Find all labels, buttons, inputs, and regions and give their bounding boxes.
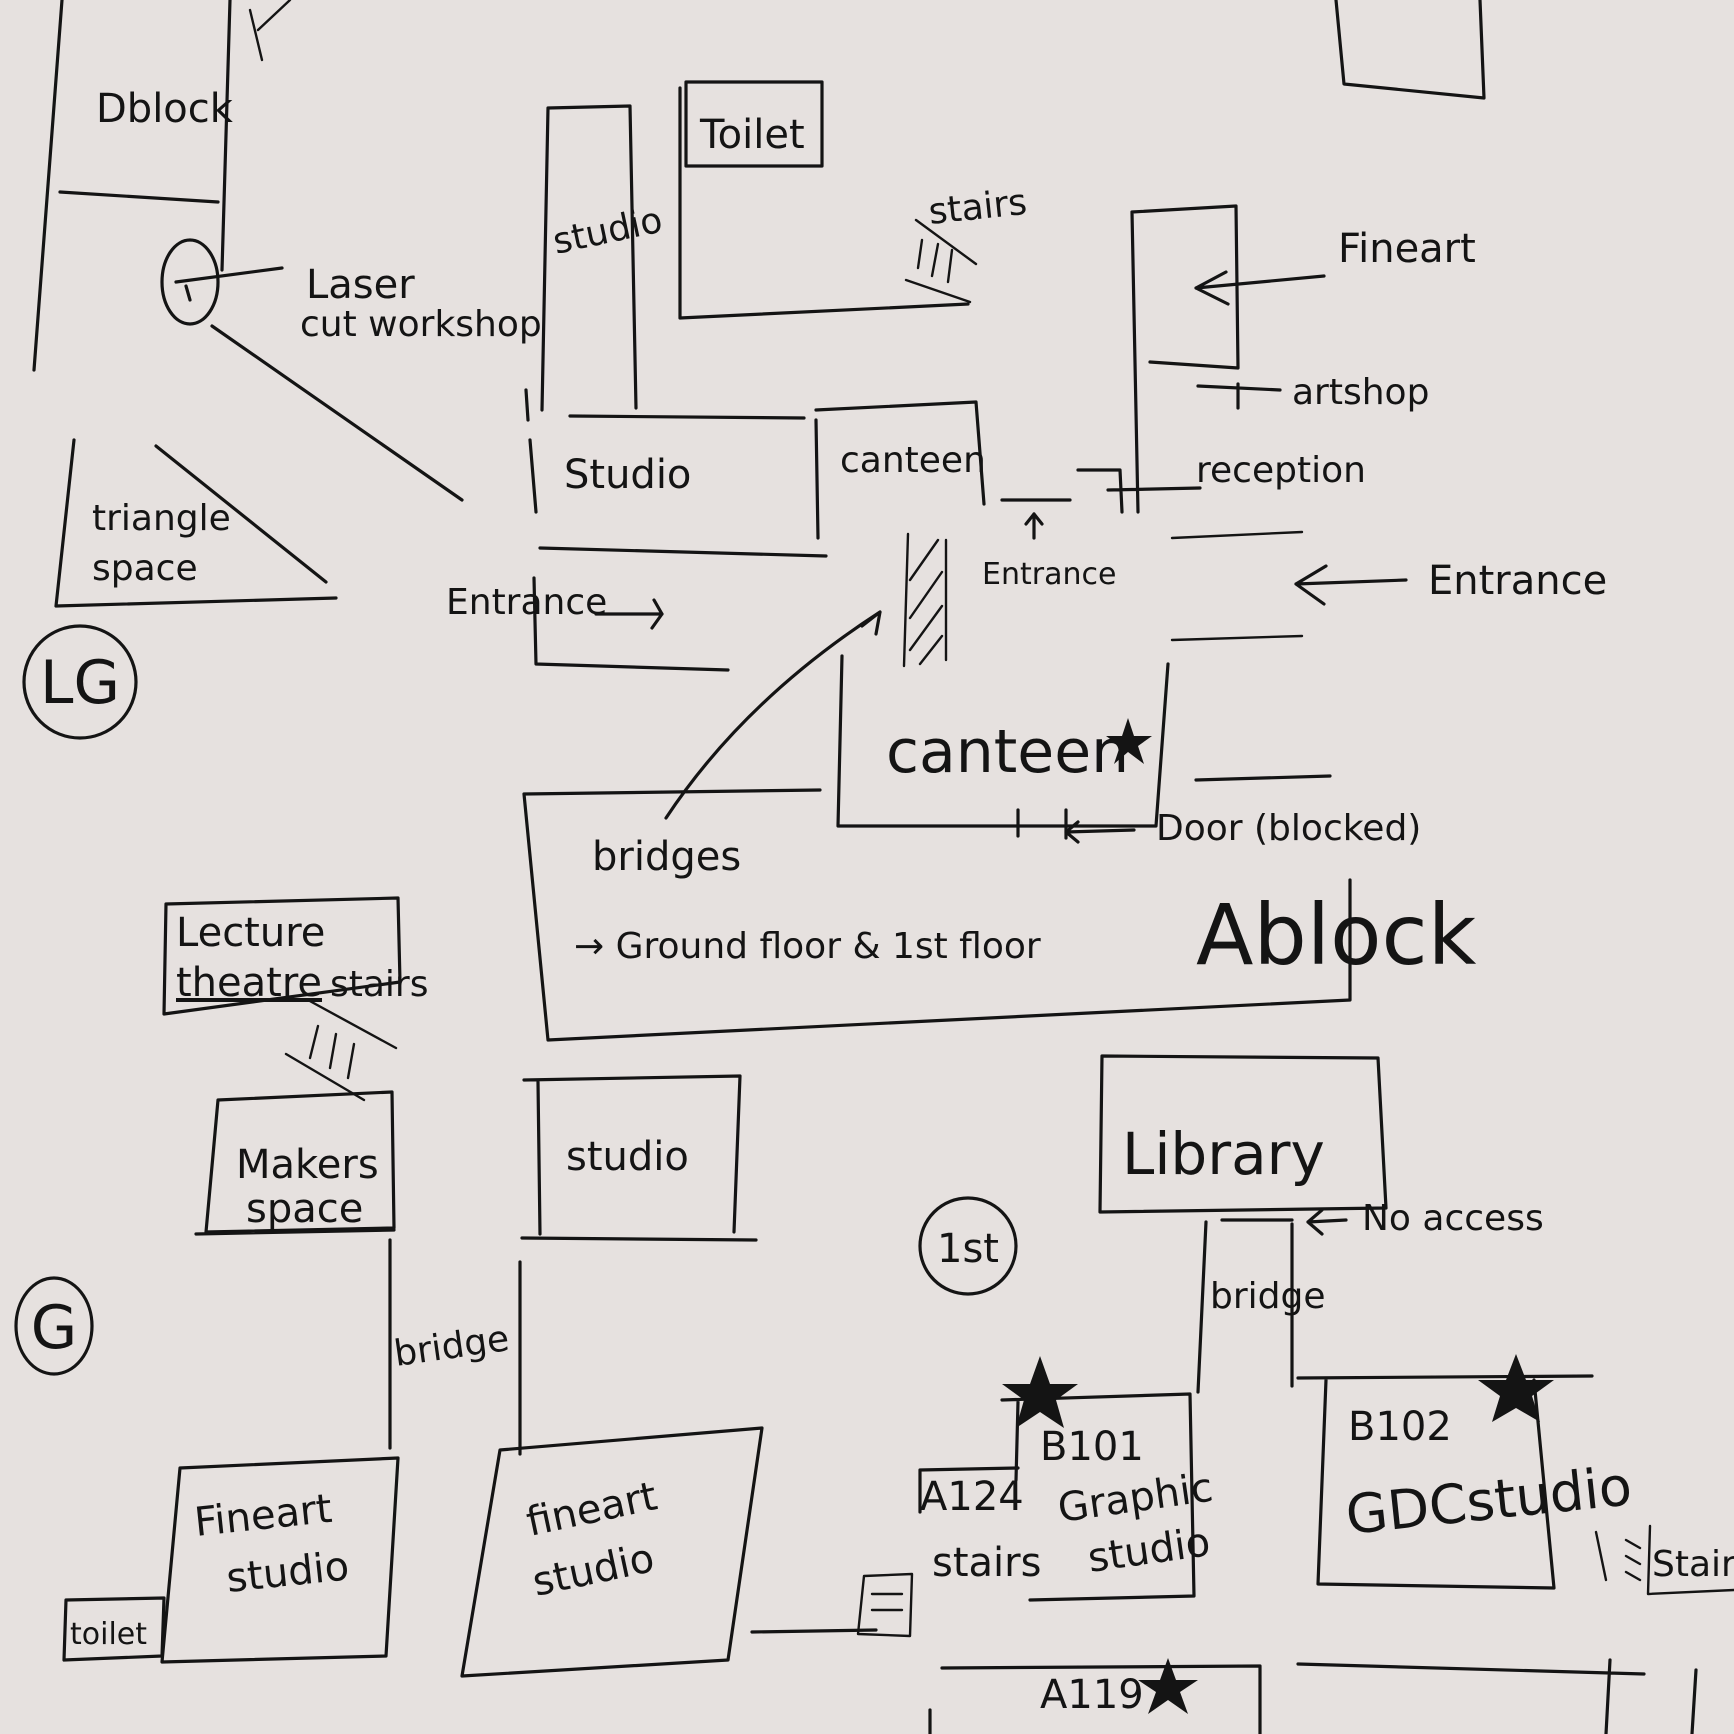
studio-label: Studio bbox=[564, 452, 691, 498]
library-outline bbox=[1098, 1054, 1388, 1214]
a-block-outline bbox=[522, 788, 1352, 1042]
triangle-space-label-2: space bbox=[92, 548, 198, 589]
door-blocked-marker bbox=[1016, 774, 1332, 844]
fineart-studio-left-label-1: Fineart bbox=[192, 1486, 334, 1546]
triangle-space-label-1: triangle bbox=[92, 498, 231, 539]
small-canteen-outline bbox=[814, 400, 986, 506]
a119-star-icon bbox=[1138, 1658, 1198, 1714]
a119-outline bbox=[928, 1658, 1698, 1734]
b101-star-icon bbox=[1002, 1356, 1078, 1428]
a124-label: A124 bbox=[920, 1474, 1024, 1520]
laser-cut-marker bbox=[160, 238, 220, 326]
lg-stairs-label: stairs bbox=[927, 182, 1029, 233]
lower-ground-floor: Dblock Laser cut workshop triangle space… bbox=[22, 0, 1607, 1042]
lecture-theatre-outline bbox=[162, 896, 402, 1016]
no-access-label: No access bbox=[1362, 1198, 1544, 1239]
ground-stairs-glyph bbox=[284, 998, 398, 1102]
d-block-outline bbox=[32, 0, 232, 372]
b101-label: B101 bbox=[1040, 1424, 1144, 1470]
entrance-right-arrow bbox=[1294, 564, 1408, 606]
entrance-right-label: Entrance bbox=[1428, 558, 1607, 604]
ground-stairs-label: stairs bbox=[330, 964, 429, 1005]
fineart-label: Fineart bbox=[1338, 226, 1476, 272]
cropped-building-outline bbox=[1334, 0, 1486, 100]
b102-star-icon bbox=[1478, 1354, 1554, 1422]
floor-badge-lg bbox=[22, 624, 138, 740]
ground-toilet-outline bbox=[62, 1596, 166, 1662]
main-canteen-star-icon bbox=[1106, 718, 1152, 764]
first-stairs-b-label: Stairs bbox=[1652, 1544, 1734, 1585]
entrance-left-label: Entrance bbox=[446, 582, 607, 623]
ground-corridor-line bbox=[750, 1628, 878, 1634]
ground-bridge-label: bridge bbox=[392, 1318, 512, 1375]
cropped-scribble bbox=[248, 0, 292, 62]
b102-label: B102 bbox=[1348, 1404, 1452, 1450]
makers-space-outline bbox=[194, 1090, 396, 1236]
library-label: Library bbox=[1122, 1120, 1325, 1188]
hatched-bridge bbox=[902, 532, 948, 668]
d-block-label: Dblock bbox=[96, 86, 234, 132]
b102-outline bbox=[1296, 1374, 1594, 1590]
main-canteen-outline bbox=[836, 654, 1170, 828]
first-bridge-label: bridge bbox=[1210, 1276, 1326, 1317]
fineart-studio-left-label-2: studio bbox=[224, 1543, 351, 1602]
makers-space-label-2: space bbox=[246, 1186, 363, 1232]
fineart-column-outline bbox=[1076, 204, 1282, 514]
lecture-theatre-label-1: Lecture bbox=[176, 910, 325, 956]
first-stairs-b-glyph bbox=[1594, 1524, 1734, 1596]
ground-bridge-outline bbox=[388, 1238, 522, 1456]
toilet-box bbox=[684, 80, 824, 168]
ground-floor: Lecture theatre stairs Makers space stud… bbox=[14, 896, 878, 1678]
artshop-label: artshop bbox=[1292, 372, 1429, 413]
studio-outline bbox=[538, 414, 828, 558]
entrance-right-corridor bbox=[1170, 530, 1304, 642]
first-floor: Library No access 1st bridge B101 Graphi… bbox=[856, 0, 1734, 1734]
a124-outline bbox=[918, 1466, 1020, 1514]
first-stairs-a-label: stairs bbox=[932, 1540, 1041, 1586]
entrance-middle-marker bbox=[1000, 498, 1072, 540]
b102-name: GDCstudio bbox=[1343, 1454, 1635, 1547]
toilet-block-outline bbox=[678, 86, 970, 320]
small-canteen-label: canteen bbox=[840, 440, 986, 481]
floor-badge-g bbox=[14, 1276, 94, 1376]
no-access-marker bbox=[1220, 1208, 1348, 1236]
makers-space-label-1: Makers bbox=[236, 1142, 379, 1188]
bridges-arrow bbox=[664, 610, 882, 820]
fineart-studio-right-outline bbox=[460, 1426, 764, 1678]
door-blocked-label: Door (blocked) bbox=[1156, 808, 1421, 849]
toilet-label: Toilet bbox=[699, 112, 805, 158]
a-block-label: Ablock bbox=[1196, 886, 1477, 984]
floor-badge-g-label: G bbox=[31, 1293, 78, 1363]
ground-studio-outline bbox=[520, 1074, 758, 1242]
entrance-left-marker bbox=[532, 576, 730, 672]
fineart-studio-right-label-1: fineart bbox=[523, 1473, 661, 1545]
entrance-middle-label: Entrance bbox=[982, 557, 1116, 592]
fineart-studio-left-outline bbox=[160, 1456, 400, 1664]
triangle-space-outline bbox=[54, 438, 338, 608]
main-canteen-label: canteen bbox=[886, 717, 1129, 787]
laser-cut-label-1: Laser bbox=[306, 262, 415, 308]
tall-studio-outline bbox=[524, 104, 638, 514]
floor-badge-1st-label: 1st bbox=[937, 1226, 999, 1272]
bridges-label: bridges bbox=[592, 834, 741, 880]
bridges-note: → Ground floor & 1st floor bbox=[574, 926, 1041, 967]
a119-label: A119 bbox=[1040, 1672, 1144, 1718]
floor-badge-lg-label: LG bbox=[40, 648, 120, 718]
first-bridge-outline bbox=[1196, 1220, 1294, 1394]
laser-cut-leaders bbox=[174, 266, 464, 502]
fineart-studio-right-label-2: studio bbox=[529, 1535, 659, 1606]
fineart-arrow bbox=[1194, 270, 1326, 306]
laser-cut-label-2: cut workshop bbox=[300, 304, 542, 345]
ground-toilet-label: toilet bbox=[70, 1617, 147, 1652]
reception-label: reception bbox=[1196, 450, 1366, 491]
tall-studio-label: studio bbox=[549, 200, 666, 263]
lg-stairs-glyph bbox=[904, 218, 978, 304]
floor-badge-1st bbox=[918, 1196, 1018, 1296]
first-stairs-a-glyph bbox=[856, 1572, 914, 1638]
lecture-theatre-label-2: theatre bbox=[176, 960, 322, 1006]
ground-studio-label: studio bbox=[566, 1134, 689, 1180]
